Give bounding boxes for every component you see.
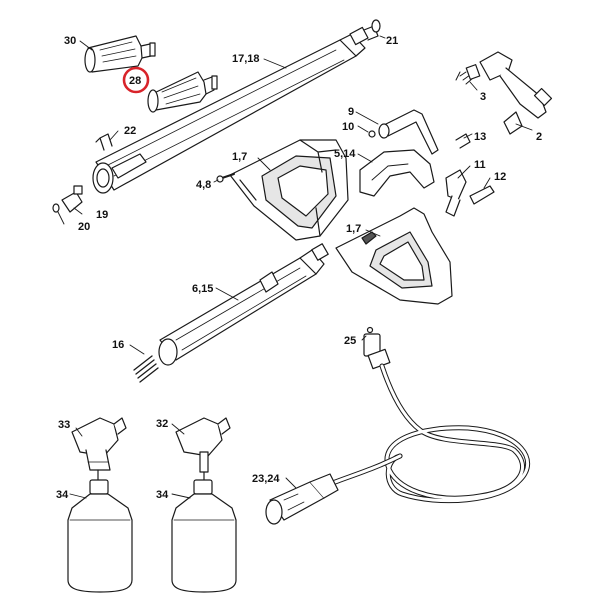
callout-22: 22 — [124, 125, 136, 137]
callout-1-7-lower: 1,7 — [346, 223, 361, 235]
callout-13: 13 — [474, 131, 486, 143]
part-33-foam-cap[interactable] — [71, 417, 127, 483]
highlight-circle — [122, 66, 150, 94]
callout-12: 12 — [494, 171, 506, 183]
part-11-valve-fitting[interactable] — [445, 169, 467, 217]
callout-34-right: 34 — [156, 489, 169, 501]
callout-17-18: 17,18 — [232, 53, 260, 65]
callout-25: 25 — [344, 335, 356, 347]
part-32-foam-cap[interactable] — [175, 417, 231, 483]
callout-21: 21 — [386, 35, 398, 47]
part-4-8-screw[interactable] — [216, 173, 235, 183]
callout-11: 11 — [474, 159, 486, 171]
part-20-o-ring[interactable] — [52, 203, 60, 213]
part-12-retainer[interactable] — [469, 185, 495, 205]
part-5-14-trigger-cover[interactable] — [359, 149, 435, 197]
callout-3: 3 — [480, 91, 486, 103]
callout-4-8: 4,8 — [196, 179, 211, 191]
part-16-spring[interactable] — [133, 355, 159, 383]
callout-16: 16 — [112, 339, 124, 351]
part-30-nozzle[interactable] — [84, 35, 156, 73]
callout-2: 2 — [536, 131, 542, 143]
part-13-clip[interactable] — [455, 133, 471, 149]
callout-20: 20 — [78, 221, 90, 233]
part-21-o-ring[interactable] — [371, 19, 381, 33]
part-2-valve-housing[interactable] — [479, 51, 553, 135]
callout-5-14: 5,14 — [334, 148, 356, 160]
callout-33: 33 — [58, 419, 70, 431]
part-34-bottle-left[interactable] — [67, 479, 133, 593]
part-9-10-elbow-pipe[interactable] — [368, 109, 439, 155]
callout-1-7-upper: 1,7 — [232, 151, 247, 163]
part-23-24-high-pressure-hose[interactable] — [265, 363, 531, 525]
part-1-7-handle-complete[interactable] — [335, 207, 453, 305]
part-22-clip[interactable] — [95, 133, 113, 151]
part-17-18-spray-lance[interactable] — [92, 25, 379, 194]
callout-32: 32 — [156, 418, 168, 430]
part-6-15-extension-tube[interactable] — [158, 243, 329, 366]
part-28-nozzle[interactable] — [147, 71, 218, 113]
callout-6-15: 6,15 — [192, 283, 213, 295]
callout-23-24: 23,24 — [252, 473, 280, 485]
part-25-hose-connector[interactable] — [363, 326, 391, 370]
callout-9: 9 — [348, 106, 354, 118]
callout-19: 19 — [96, 209, 108, 221]
part-1-7-handle-half-upper[interactable] — [229, 139, 349, 241]
callout-30: 30 — [64, 35, 76, 47]
callout-labels: 30 28 17,18 21 22 1,7 4,8 3 9 10 13 2 5,… — [56, 35, 542, 501]
leader-lines — [57, 35, 533, 499]
part-34-bottle-right[interactable] — [171, 479, 237, 593]
part-19-adapter[interactable] — [61, 185, 83, 213]
callout-10: 10 — [342, 121, 354, 133]
callout-34-left: 34 — [56, 489, 69, 501]
part-3-valve-spring[interactable] — [455, 64, 481, 85]
callout-28[interactable]: 28 — [129, 75, 141, 87]
